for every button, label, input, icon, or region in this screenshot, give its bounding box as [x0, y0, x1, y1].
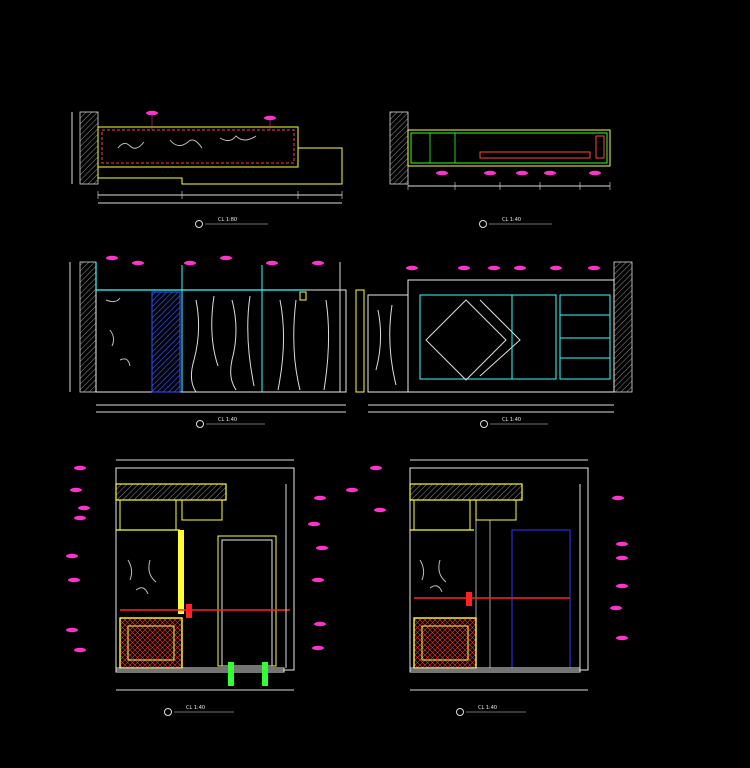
leader-tags — [436, 170, 601, 176]
blue-outline — [511, 529, 571, 669]
section-callout-icon — [195, 220, 203, 228]
door-frame — [217, 535, 277, 667]
section-outline — [409, 467, 589, 671]
inner-shelf — [410, 132, 608, 164]
leader-tags — [406, 265, 600, 271]
view-title-3: CL 1:40 — [196, 417, 265, 428]
wall-hatch — [79, 111, 99, 185]
cabinet-outline — [407, 279, 615, 393]
view-title-6: CL 1:40 — [456, 705, 526, 716]
wood-grain — [190, 295, 330, 393]
elevation-view-1: CL 1:80 — [71, 110, 343, 228]
scale-label: CL 1:40 — [502, 217, 521, 223]
leader-tags-left — [346, 465, 386, 513]
scale-label: CL 1:40 — [478, 705, 497, 711]
wall-hatch — [613, 261, 633, 393]
marble-veining — [127, 559, 157, 595]
view-title-2: CL 1:40 — [479, 217, 552, 228]
drawer-strip — [479, 151, 591, 159]
section-callout-icon — [479, 220, 487, 228]
marble-veining — [419, 559, 447, 593]
section-callout-icon — [456, 708, 464, 716]
green-base — [228, 662, 234, 686]
wall-hatch — [389, 111, 409, 185]
scale-label: CL 1:40 — [502, 417, 521, 423]
elevation-view-2: CL 1:40 — [389, 111, 611, 228]
yellow-post — [178, 530, 184, 614]
blue-panel — [151, 291, 181, 393]
panel-outline — [95, 289, 347, 393]
side-panel — [367, 294, 409, 393]
scale-label: CL 1:40 — [186, 705, 205, 711]
cabinet-outline — [407, 129, 611, 167]
display-frame — [419, 294, 557, 380]
section-callout-icon — [164, 708, 172, 716]
leader-tags-left — [66, 465, 90, 653]
diamond-pattern — [425, 299, 521, 381]
scale-label: CL 1:40 — [218, 417, 237, 423]
scale-label: CL 1:80 — [218, 217, 237, 223]
wall-hatch — [79, 261, 97, 393]
section-callout-icon — [480, 420, 488, 428]
marble-veining — [117, 135, 257, 149]
view-title-5: CL 1:40 — [164, 705, 234, 716]
leader-tags — [146, 110, 276, 130]
cabinet-outline — [97, 126, 299, 168]
ceiling-box — [409, 483, 523, 501]
section-callout-icon — [196, 420, 204, 428]
wood-grain — [375, 304, 397, 386]
view-title-1: CL 1:80 — [195, 217, 268, 228]
leader-tags — [106, 255, 324, 266]
upper-cabinet — [119, 499, 177, 531]
section-view-5: CL 1:40 — [66, 459, 328, 716]
leader-tags-right — [308, 495, 328, 651]
view-title-4: CL 1:40 — [480, 417, 548, 428]
leader-tags-right — [610, 495, 628, 641]
marble-veining — [105, 297, 131, 367]
counter-outline — [97, 147, 343, 185]
upper-cabinet — [413, 499, 471, 531]
ceiling-box — [115, 483, 227, 501]
section-view-6: CL 1:40 — [346, 459, 628, 716]
shelf-unit — [559, 294, 611, 380]
section-outline — [115, 467, 295, 671]
elevation-view-3: CL 1:40 — [69, 255, 365, 428]
elevation-view-4: CL 1:40 — [367, 261, 633, 428]
stone-panel — [101, 129, 295, 164]
